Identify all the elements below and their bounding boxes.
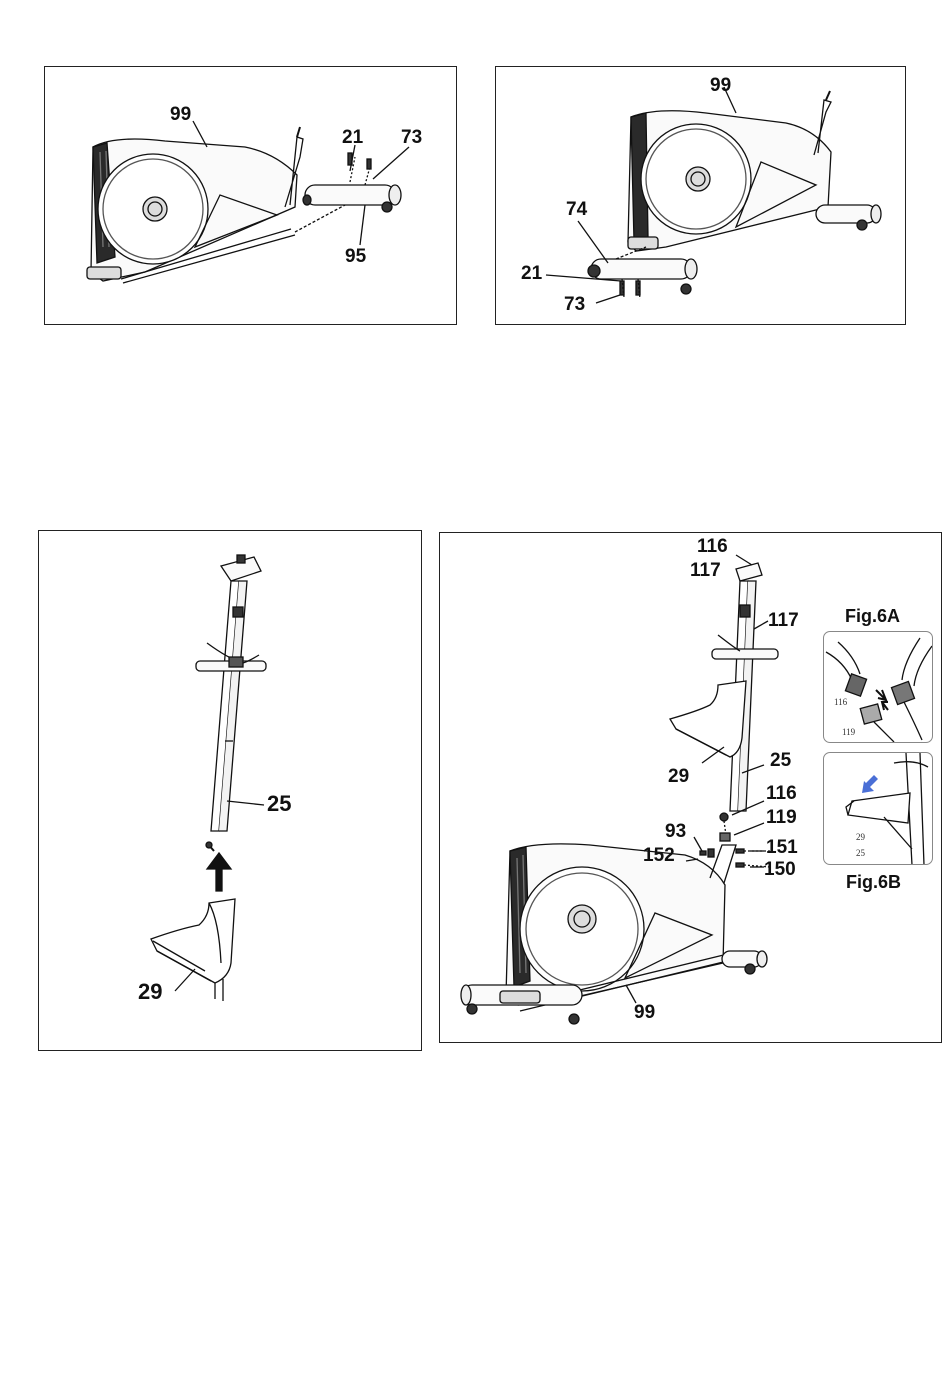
elliptical-frame-drawing [496,67,907,326]
part-label-117-mid: 117 [768,611,799,630]
part-label-73: 73 [564,295,585,314]
part-label-93: 93 [665,822,686,841]
fig-6a-label-119: 119 [842,728,855,737]
part-label-99: 99 [710,76,731,95]
fig-6b-inset: 29 25 [823,752,933,865]
part-label-21: 21 [521,264,542,283]
cover-slide-detail-drawing [824,753,933,865]
diagram-panel-post-and-cover: 25 29 [38,530,422,1051]
part-label-29: 29 [138,981,162,1003]
fig-6a-caption: Fig.6A [845,606,900,627]
part-label-116-bottom: 116 [766,784,797,803]
part-label-117-top: 117 [690,561,721,580]
fig-6b-caption: Fig.6B [846,872,901,893]
elliptical-frame-drawing [45,67,458,326]
cable-connector-detail-drawing [824,632,933,743]
part-label-152: 152 [643,846,675,865]
diagram-panel-post-install: 116 117 117 25 29 116 119 93 152 151 150… [439,532,942,1043]
part-label-99: 99 [170,105,191,124]
part-label-25: 25 [267,793,291,815]
fig-6a-label-116: 116 [834,698,847,707]
part-label-29: 29 [668,767,689,786]
blue-direction-arrow [862,775,878,793]
fig-6b-label-25: 25 [856,849,865,858]
part-label-99: 99 [634,1003,655,1022]
part-label-151: 151 [766,838,798,857]
part-label-150: 150 [764,860,796,879]
part-label-95: 95 [345,247,366,266]
part-label-116-top: 116 [697,537,728,556]
part-label-74: 74 [566,200,587,219]
console-post-drawing [39,531,423,1052]
fig-6b-label-29: 29 [856,833,865,842]
diagram-panel-rear-stabilizer-attach: 99 21 73 95 [44,66,457,325]
diagram-panel-front-stabilizer-attach: 99 74 21 73 [495,66,906,325]
part-label-119: 119 [766,808,797,827]
part-label-73: 73 [401,128,422,147]
part-label-25: 25 [770,751,791,770]
part-label-21: 21 [342,128,363,147]
fig-6a-inset: 116 119 [823,631,933,743]
